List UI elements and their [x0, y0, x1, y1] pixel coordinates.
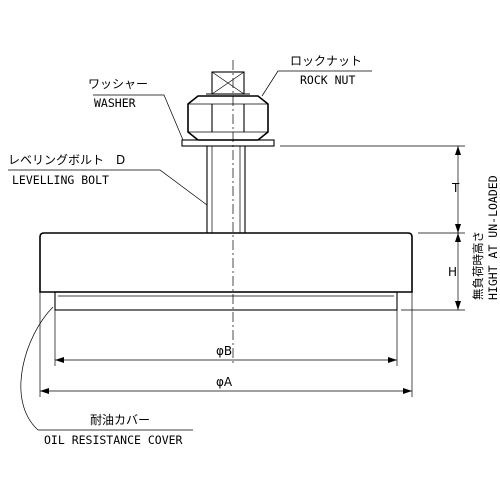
dimension-phi-b [54, 310, 398, 366]
cover-label-jp: 耐油カバー [90, 413, 150, 427]
rock-nut [187, 71, 269, 141]
dimension-phi-a-label: φA [216, 375, 233, 389]
height-unloaded-label-jp: 無負荷時高さ [471, 231, 485, 300]
rock-nut-label-en: ROCK NUT [300, 73, 355, 87]
dimension-h-label: H [448, 265, 457, 279]
leader-lines [8, 70, 372, 431]
dimension-t [280, 145, 465, 234]
levelling-bolt-label-en: LEVELLING BOLT [12, 173, 109, 187]
levelling-bolt-label-jp: レベリングボルト D [8, 153, 125, 167]
dimension-t-label: T [451, 181, 460, 195]
washer [181, 139, 275, 147]
levelling-bolt [206, 146, 246, 233]
rock-nut-label-jp: ロックナット [290, 54, 362, 68]
washer-label-jp: ワッシャー [88, 77, 148, 91]
dimension-phi-a [39, 292, 413, 397]
height-unloaded-label-en: HIGHT AT UN-LOADED [486, 175, 500, 300]
oil-resistance-cover [54, 291, 398, 311]
dimension-phi-b-label: φB [216, 344, 232, 358]
cover-label-en: OIL RESISTANCE COVER [44, 433, 183, 447]
washer-label-en: WASHER [94, 96, 136, 110]
base-body [39, 232, 413, 293]
